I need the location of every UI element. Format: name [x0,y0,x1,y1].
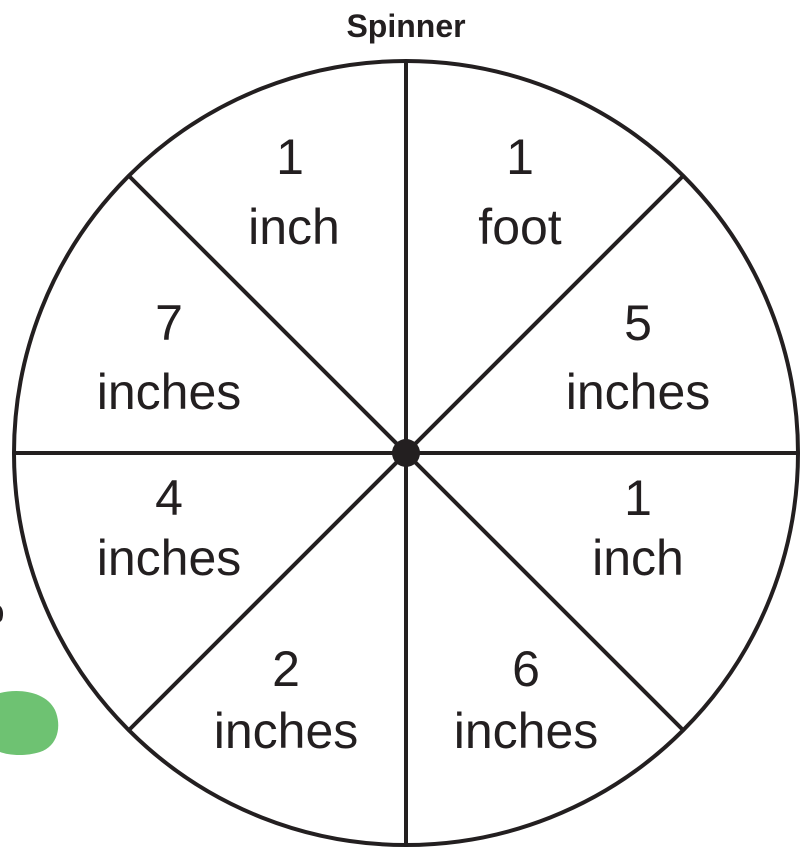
section-5-inches: 5 inches [566,295,711,420]
section-number: 2 [272,641,300,697]
spinner-pivot [392,439,420,467]
section-unit: inches [454,703,599,759]
section-unit: inches [97,530,242,586]
section-unit: inches [214,703,359,759]
section-1-foot: 1 foot [478,129,562,255]
section-number: 6 [512,641,540,697]
section-unit: foot [478,199,562,255]
section-number: 1 [624,470,652,526]
section-unit: inches [566,364,711,420]
section-number: 1 [276,129,304,185]
section-number: 5 [624,295,652,351]
blob-mark-decoration [0,606,3,622]
section-1-inch-top: 1 inch [248,129,340,255]
section-unit: inches [97,364,242,420]
section-number: 4 [155,470,183,526]
green-blob-decoration [0,691,58,755]
section-2-inches: 2 inches [214,641,359,759]
section-1-inch-right: 1 inch [592,470,684,586]
section-4-inches: 4 inches [97,470,242,586]
section-7-inches: 7 inches [97,295,242,420]
section-number: 1 [506,129,534,185]
section-6-inches: 6 inches [454,641,599,759]
spinner-title: Spinner [346,8,465,44]
section-unit: inch [248,199,340,255]
section-number: 7 [155,295,183,351]
section-unit: inch [592,530,684,586]
